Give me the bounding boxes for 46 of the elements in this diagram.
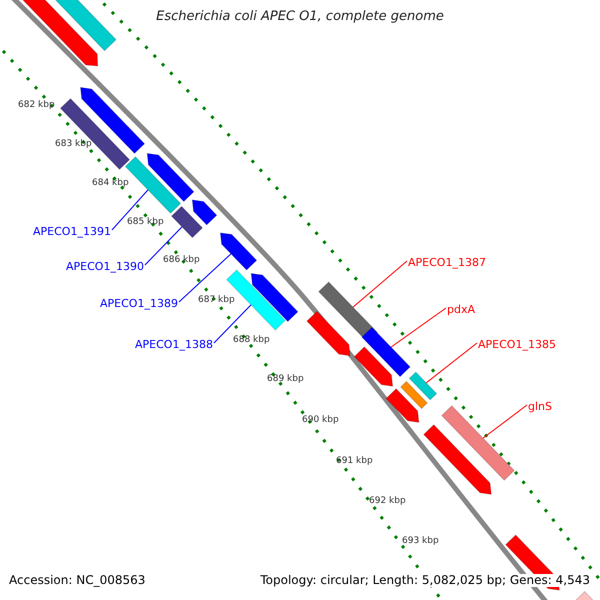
tick-label: 684 kbp — [92, 179, 129, 189]
gene-feature — [192, 199, 218, 226]
gene-label: pdxA — [447, 304, 475, 316]
tick-label: 688 kbp — [233, 336, 270, 346]
leader-line — [426, 342, 478, 384]
gene-feature — [423, 424, 492, 495]
tick-label: 690 kbp — [302, 416, 339, 426]
accession-text: Accession: NC_008563 — [9, 574, 146, 588]
leader-line — [352, 260, 408, 308]
gene-feature — [220, 232, 258, 271]
gene-feature — [55, 0, 117, 52]
tick-label: 686 kbp — [163, 256, 200, 266]
leader-line — [111, 189, 148, 230]
tick-label: 691 kbp — [336, 457, 373, 467]
leader-line — [144, 226, 182, 266]
gene-label: APECO1_1387 — [408, 257, 486, 270]
tick-label: 683 kbp — [55, 140, 92, 150]
tick-label: 682 kbp — [18, 101, 55, 111]
gene-label: APECO1_1385 — [478, 339, 556, 352]
map-title: Escherichia coli APEC O1, complete genome — [155, 10, 445, 24]
gene-feature — [354, 346, 394, 387]
gene-label: APECO1_1388 — [135, 339, 213, 352]
gene-label: APECO1_1391 — [33, 226, 111, 238]
leader-line — [213, 304, 252, 344]
genome-info-text: Topology: circular; Length: 5,082,025 bp; Genes: 4,543 — [260, 574, 590, 588]
gene-feature — [408, 371, 438, 401]
tick-label: 693 kbp — [402, 537, 439, 547]
gene-feature — [146, 152, 195, 202]
tick-label: 687 kbp — [198, 296, 235, 306]
gene-feature — [250, 272, 299, 322]
leader-line — [390, 308, 446, 348]
gene-feature — [400, 380, 428, 410]
gene-label: APECO1_1390 — [66, 261, 144, 274]
tick-label: 689 kbp — [267, 375, 304, 385]
gene-feature — [306, 310, 351, 356]
gene-feature — [385, 388, 420, 423]
gene-feature — [170, 206, 204, 238]
tick-label: 692 kbp — [369, 497, 406, 507]
tick-label: 685 kbp — [127, 218, 164, 228]
leader-line — [178, 253, 232, 302]
gene-feature — [441, 405, 515, 481]
gene-feature — [361, 326, 411, 378]
leader-line — [482, 404, 528, 439]
gene-label: APECO1_1389 — [100, 298, 178, 310]
gene-label: glnS — [528, 401, 552, 414]
gene-feature — [22, 0, 98, 66]
